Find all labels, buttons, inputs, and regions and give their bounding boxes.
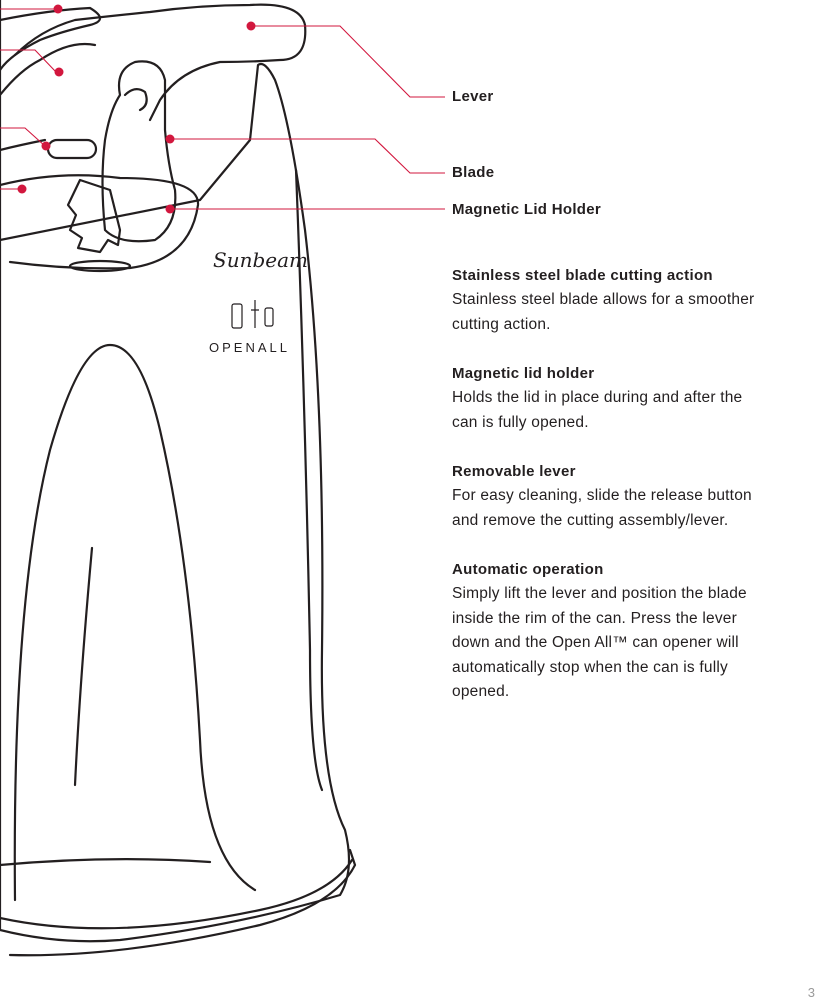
feature-text-line: down and the Open All™ can opener will [452,634,739,651]
body-outline [0,0,351,943]
feature-text-line: can is fully opened. [452,413,589,431]
dot-top-left-3 [41,141,51,151]
feature-title: Removable lever [452,463,576,480]
sunbeam-logo: Sunbeam [213,248,308,272]
lever-top [0,6,102,72]
lever-arm [0,42,97,97]
panel-crease [73,546,94,787]
dot-magnetic [165,204,175,214]
leader-blade [170,138,445,174]
feature-text-line: cutting action. [452,315,551,333]
page-number: 3 [807,985,815,1000]
feature-title: Automatic operation [452,561,604,578]
release-button [46,138,98,160]
feature-text-line: For easy cleaning, slide the release but… [452,487,752,504]
base-line [0,858,212,867]
feature-blade: Stainless steel blade cutting action Sta… [452,264,802,337]
feature-text-line: inside the rim of the can. Press the lev… [452,609,737,627]
slot [68,259,132,273]
base-outline [0,858,354,930]
cutting-assembly [101,60,177,243]
assembly-detail [123,88,148,112]
callout-magnetic-lid-holder: Magnetic Lid Holder [452,201,602,218]
feature-text-line: Simply lift the lever and position the b… [452,585,747,602]
feature-text-line: and remove the cutting assembly/lever. [452,511,729,529]
feature-text-line: Holds the lid in place during and after … [452,389,743,406]
feature-text-line: Stainless steel blade allows for a smoot… [452,291,755,308]
cutting-wheel [66,178,122,254]
callout-lever: Lever [452,88,494,105]
dot-top-left-1 [53,4,63,14]
feature-lid-holder: Magnetic lid holder Holds the lid in pla… [452,362,802,435]
body-inner-edge [294,168,324,792]
lid-holder-ring [0,174,200,270]
rear-guide [0,138,47,152]
front-panel [13,343,257,902]
feature-text-line: opened. [452,683,510,700]
feature-removable-lever: Removable lever For easy cleaning, slide… [452,460,802,533]
dot-top-left-2 [54,67,64,77]
dot-lever [246,21,256,31]
feature-automatic-operation: Automatic operation Simply lift the leve… [452,558,802,705]
feature-title: Stainless steel blade cutting action [452,267,713,284]
can-icons [231,300,274,329]
callout-blade: Blade [452,164,495,181]
leader-top-left-3 [0,127,46,147]
leader-top-left-2 [0,49,57,73]
feature-text-line: automatically stop when the can is fully [452,658,728,676]
feature-title: Magnetic lid holder [452,365,595,382]
openall-logo: OPENALL [209,340,290,355]
leader-lever [251,25,445,98]
lever-outline [13,3,307,122]
base-rim [8,848,357,957]
dot-top-left-4 [17,184,27,194]
dot-blade [165,134,175,144]
